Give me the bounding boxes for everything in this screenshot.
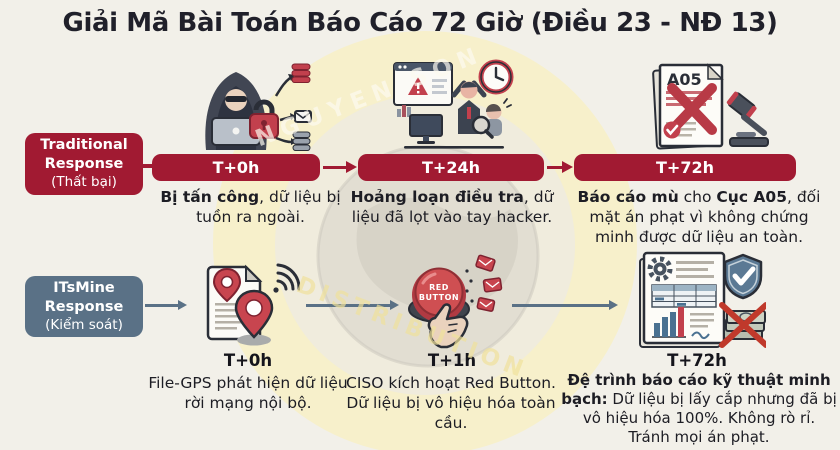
red-button-label-line1: RED (429, 283, 449, 292)
hacker-data-breach-icon (205, 63, 312, 151)
label-line: Traditional (40, 137, 128, 154)
a05-report-gavel-icon: A05 (652, 63, 769, 150)
step-text-panic: Hoảng loạn điều tra, dữ liệu đã lọt vào … (350, 188, 554, 227)
label-subline: (Kiểm soát) (45, 316, 123, 333)
label-line: Response (44, 298, 124, 315)
page-title: Giải Mã Bài Toán Báo Cáo 72 Giờ (Điều 23… (62, 8, 778, 38)
timeline-bar-t0h: T+0h (152, 154, 320, 181)
file-gps-tracking-icon (206, 263, 300, 346)
itsmine-response-label: ITsMine Response (Kiểm soát) (25, 276, 143, 337)
transparent-report-shield-icon (639, 251, 766, 348)
red-button-press-icon: RED BUTTON (408, 254, 503, 349)
panic-investigation-icon (393, 59, 514, 149)
a05-doc-label: A05 (667, 70, 702, 89)
label-subline: (Thất bại) (51, 174, 117, 191)
red-arrow-line (323, 166, 347, 169)
time-label-t0h: T+0h (223, 351, 273, 370)
slate-arrow-head-icon (390, 300, 399, 310)
step-text-file-gps: File-GPS phát hiện dữ liệu rời mạng nội … (148, 374, 348, 413)
timeline-bar-t72h: T+72h (574, 154, 796, 181)
traditional-response-label: Traditional Response (Thất bại) (25, 133, 143, 195)
slate-arrow-line (512, 304, 610, 307)
step-text-red-button: CISO kích hoạt Red Button. Dữ liệu bị vô… (346, 374, 556, 433)
slate-arrow-head-icon (609, 300, 618, 310)
step-text-blind-report: Báo cáo mù cho Cục A05, đối mặt án phạt … (577, 188, 821, 247)
label-line: ITsMine (53, 279, 115, 296)
slate-arrow-line (306, 304, 391, 307)
time-label-t1h: T+1h (427, 351, 477, 370)
connector-stub (143, 164, 152, 168)
red-arrow-line (547, 166, 563, 169)
time-label-t72h: T+72h (667, 351, 727, 370)
red-arrow-head-icon (346, 161, 357, 173)
red-button-label-line2: BUTTON (419, 293, 459, 302)
step-text-transparent-report: Đệ trình báo cáo kỹ thuật minh bạch: Dữ … (561, 371, 837, 447)
slate-arrow-line (145, 304, 179, 307)
step-text-attack: Bị tấn công, dữ liệu bị tuồn ra ngoài. (160, 188, 341, 227)
timeline-bar-t24h: T+24h (358, 154, 544, 181)
slate-arrow-head-icon (178, 300, 187, 310)
red-arrow-head-icon (562, 161, 573, 173)
label-line: Response (44, 156, 124, 173)
